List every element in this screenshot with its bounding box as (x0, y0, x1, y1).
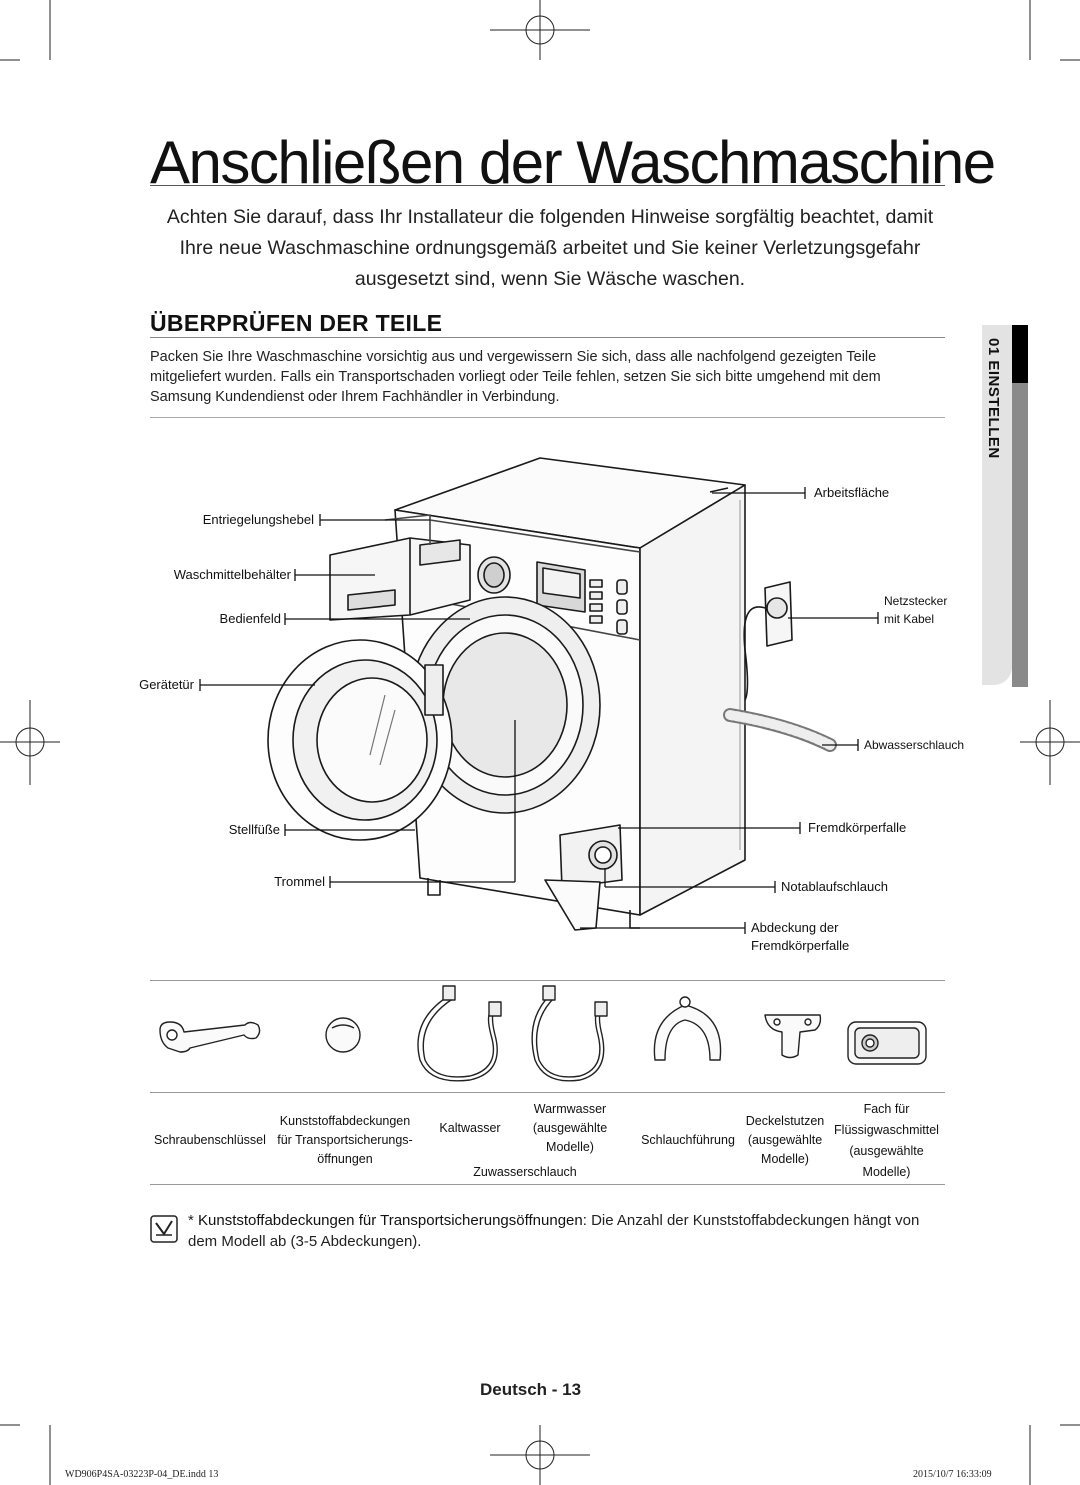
acc-fach-4: Modelle) (862, 1165, 911, 1179)
label-stellfuesse: Stellfüße (228, 822, 280, 837)
note-body: Die Anzahl der Kunststoffabdeckungen hän… (188, 1212, 920, 1250)
print-file-info: WD906P4SA-03223P-04_DE.indd 13 (65, 1469, 219, 1480)
washing-machine-illustration (199, 457, 879, 934)
acc-deckelstutzen-1: Deckelstutzen (745, 1114, 825, 1128)
section-paragraph: Packen Sie Ihre Waschmaschine vorsichtig… (150, 349, 881, 405)
note-text: * Kunststoffabdeckungen für Transportsic… (188, 1210, 948, 1252)
wrench-icon (159, 1021, 261, 1053)
liquid-detergent-box-icon (847, 1021, 927, 1065)
cold-water-hose-icon (417, 985, 502, 1082)
plastic-cap-icon (325, 1017, 361, 1053)
label-notablaufschlauch: Notablaufschlauch (781, 879, 888, 894)
label-bedienfeld: Bedienfeld (219, 611, 281, 626)
acc-kunststoff-1: Kunststoffabdeckungen (279, 1114, 411, 1128)
note-icon (150, 1215, 178, 1243)
acc-kunststoff-3: öffnungen (317, 1152, 373, 1166)
accessories-table: Schraubenschlüssel Kunststoffabdeckungen… (150, 980, 945, 1185)
note-heading: Kunststoffabdeckungen für Transportsiche… (198, 1212, 587, 1229)
label-netzstecker: Netzstecker (884, 594, 948, 608)
chapter-label: 01 EINSTELLEN (985, 338, 1002, 459)
section-heading: ÜBERPRÜFEN DER TEILE (150, 310, 443, 336)
acc-fach-2: Flüssigwaschmittel (834, 1123, 939, 1137)
label-geraetetuer: Gerätetür (139, 677, 194, 692)
chapter-bar-marker (1012, 325, 1028, 383)
acc-fach-3: (ausgewählte (849, 1144, 924, 1158)
acc-deckelstutzen-3: Modelle) (761, 1152, 809, 1166)
accessories-bottom-rule (150, 1184, 945, 1185)
acc-fach-1: Fach für (863, 1102, 910, 1116)
label-abdeckung: Abdeckung der (751, 920, 839, 935)
label-trommel: Trommel (274, 874, 325, 889)
title-divider (150, 185, 945, 186)
label-abdeckung-fremdkoerperfalle: Fremdkörperfalle (751, 938, 850, 953)
label-abwasserschlauch: Abwasserschlauch (864, 738, 965, 752)
acc-schraubenschluessel: Schraubenschlüssel (154, 1133, 266, 1147)
hose-guide-icon (653, 996, 722, 1061)
note-asterisk: * (188, 1212, 194, 1229)
label-waschmittelbehaelter: Waschmittelbehälter (173, 567, 291, 582)
chapter-bar (1012, 325, 1028, 687)
acc-warmwasser-2: (ausgewählte (532, 1121, 608, 1135)
print-timestamp: 2015/10/7 16:33:09 (913, 1469, 992, 1480)
label-arbeitsflaeche: Arbeitsfläche (814, 485, 890, 500)
cap-icon (764, 1014, 822, 1059)
accessories-illustrations (159, 985, 927, 1082)
accessories-top-rule (150, 980, 945, 981)
page-footer-language: Deutsch - 13 (480, 1380, 582, 1399)
page-title: Anschließen der Waschmaschine (150, 129, 996, 196)
label-entriegelungshebel: Entriegelungshebel (202, 512, 314, 527)
acc-deckelstutzen-2: (ausgewählte (747, 1133, 823, 1147)
chapter-tab (982, 325, 1012, 685)
intro-text: Achten Sie darauf, dass Ihr Installateur… (166, 206, 934, 290)
accessories-mid-rule (150, 1092, 945, 1093)
warm-water-hose-icon (531, 985, 608, 1082)
label-netzstecker-kabel: mit Kabel (884, 612, 935, 626)
acc-schlauchfuehrung: Schlauchführung (641, 1133, 735, 1147)
acc-warmwasser-1: Warmwasser (533, 1102, 607, 1116)
acc-kaltwasser: Kaltwasser (439, 1121, 501, 1135)
label-fremdkoerperfalle: Fremdkörperfalle (808, 820, 907, 835)
section-divider (150, 337, 945, 338)
acc-zuwasserschlauch: Zuwasserschlauch (473, 1165, 577, 1179)
acc-warmwasser-3: Modelle) (546, 1140, 594, 1154)
acc-kunststoff-2: für Transportsicherungs- (277, 1133, 413, 1147)
paragraph-divider (150, 417, 945, 418)
